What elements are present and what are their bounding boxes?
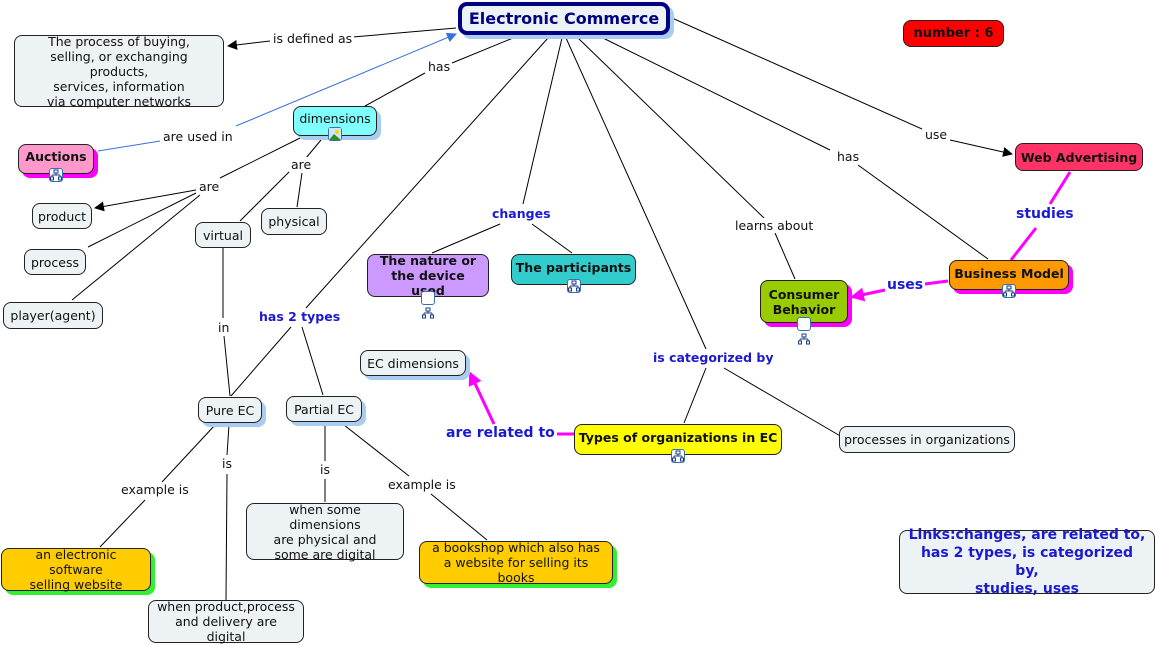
link-label-in: in [216, 320, 232, 335]
partial-def-text: when some dimensions are physical and so… [273, 501, 377, 562]
dimensions-node[interactable]: dimensions [293, 106, 377, 141]
link-label-are-used-in: are used in [161, 129, 235, 144]
partial-ec-definition-node[interactable]: when some dimensions are physical and so… [246, 501, 404, 562]
product-label: product [37, 208, 87, 224]
concept-map-icon[interactable] [566, 279, 581, 293]
link-label-is-categorized-by: is categorized by [651, 350, 776, 365]
pure-ec-definition-node[interactable]: when product,process and delivery are di… [148, 599, 304, 644]
consumer-behavior-node[interactable]: Consumer Behavior [760, 280, 848, 345]
concept-map-icon[interactable] [421, 291, 435, 319]
web-advertising-label: Web Advertising [1020, 149, 1138, 165]
link-label-are-right: are [289, 157, 314, 172]
business-model-node[interactable]: Business Model [949, 260, 1069, 298]
participants-node[interactable]: The participants [511, 254, 636, 293]
types-org-label: Types of organizations in EC [578, 430, 778, 445]
concept-map-icon[interactable] [671, 449, 685, 463]
virtual-label: virtual [203, 227, 243, 243]
processes-org-label: processes in organizations [844, 432, 1010, 447]
web-advertising-node[interactable]: Web Advertising [1015, 143, 1143, 171]
physical-label: physical [268, 214, 320, 229]
product-node[interactable]: product [32, 203, 92, 229]
link-label-are-related-to: are related to [444, 425, 557, 441]
number-badge: number : 6 [903, 20, 1004, 47]
partial-ec-label: Partial EC [294, 401, 354, 417]
player-agent-node[interactable]: player(agent) [3, 302, 103, 329]
pure-ec-node[interactable]: Pure EC [198, 397, 262, 423]
link-label-use: use [923, 127, 950, 142]
link-label-has-business-model: has [835, 149, 862, 164]
dimensions-label: dimensions [299, 110, 371, 126]
player-label: player(agent) [10, 308, 96, 323]
links-note: Links:changes, are related to, has 2 typ… [899, 527, 1155, 597]
partial-example-text: a bookshop which also has a website for … [432, 540, 600, 585]
link-label-has-2-types: has 2 types [257, 309, 343, 324]
concept-map-icon[interactable] [49, 168, 63, 182]
nature-label: The nature or the device used [379, 253, 477, 298]
link-label-learns-about: learns about [733, 218, 816, 233]
link-label-has-dimensions: has [426, 59, 453, 74]
virtual-node[interactable]: virtual [195, 222, 251, 248]
pure-ec-example-node[interactable]: an electronic software selling website [1, 547, 151, 592]
number-badge-label: number : 6 [913, 26, 994, 41]
links-note-text: Links:changes, are related to, has 2 typ… [908, 527, 1146, 597]
process-label: process [30, 254, 80, 270]
pure-example-text: an electronic software selling website [29, 547, 123, 592]
partial-ec-example-node[interactable]: a bookshop which also has a website for … [419, 540, 613, 585]
partial-ec-node[interactable]: Partial EC [286, 396, 362, 422]
link-label-are-left: are [197, 179, 222, 194]
pure-def-text: when product,process and delivery are di… [157, 599, 295, 644]
pure-ec-label: Pure EC [205, 402, 255, 418]
ec-dimensions-label: EC dimensions [367, 355, 459, 371]
processes-in-organizations-node[interactable]: processes in organizations [839, 426, 1015, 453]
link-label-is-defined-as: is defined as [271, 31, 355, 46]
link-label-changes: changes [490, 206, 553, 221]
link-label-studies: studies [1014, 206, 1076, 222]
concept-map-icon[interactable] [1002, 284, 1016, 298]
link-label-partial-is: is [318, 462, 332, 477]
ec-dimensions-node[interactable]: EC dimensions [360, 350, 466, 376]
image-icon[interactable] [328, 127, 342, 141]
physical-node[interactable]: physical [261, 208, 327, 235]
main-concept-label: Electronic Commerce [468, 9, 660, 28]
business-model-label: Business Model [954, 265, 1064, 281]
link-label-partial-example-is: example is [386, 477, 458, 492]
auctions-label: Auctions [25, 148, 87, 164]
link-label-pure-example-is: example is [119, 482, 191, 497]
main-concept-electronic-commerce[interactable]: Electronic Commerce [458, 2, 670, 35]
consumer-behavior-label: Consumer Behavior [768, 286, 840, 317]
link-label-uses: uses [885, 277, 926, 293]
participants-label: The participants [515, 260, 632, 275]
link-label-pure-is: is [220, 456, 234, 471]
definition-text: The process of buying, selling, or excha… [46, 33, 192, 109]
types-of-organizations-node[interactable]: Types of organizations in EC [574, 424, 782, 463]
nature-device-node[interactable]: The nature or the device used [367, 253, 489, 319]
definition-node[interactable]: The process of buying, selling, or excha… [14, 33, 224, 109]
process-node[interactable]: process [24, 249, 86, 275]
auctions-node[interactable]: Auctions [18, 144, 94, 182]
concept-map-icon[interactable] [797, 317, 811, 345]
